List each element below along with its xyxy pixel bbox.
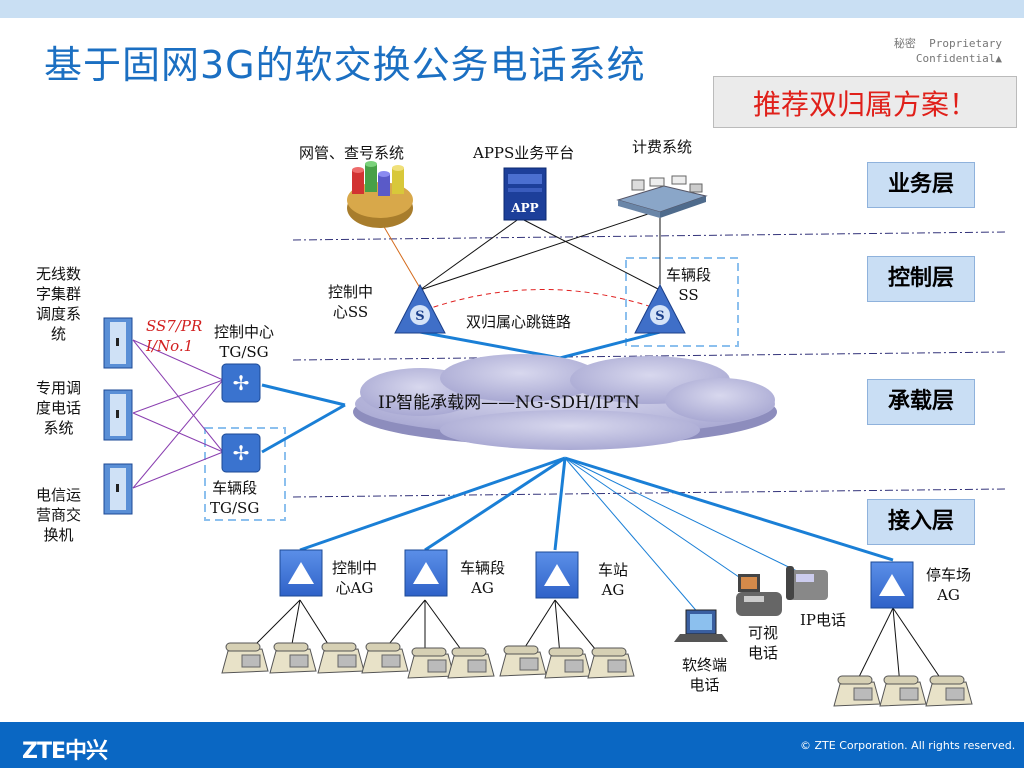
depot-ag-label: 停车场 AG: [926, 566, 972, 604]
desk-phone-icon: [499, 645, 547, 677]
center-tg-icon: ✢: [221, 363, 261, 403]
service-links: [419, 209, 661, 291]
vehicle-ss-icon: S: [634, 283, 686, 334]
vehicle-ag-label: 车辆段 AG: [460, 559, 506, 597]
app-icon-label: APP: [510, 201, 538, 215]
ipphone-label: IP电话: [800, 611, 847, 629]
page-title: 基于固网3G的软交换公务电话系统: [44, 43, 646, 87]
heartbeat-label: 双归属心跳链路: [466, 313, 572, 331]
desk-phone-icon: [447, 647, 495, 679]
confidential-label: 秘密 Proprietary Confidential▲: [893, 37, 1002, 65]
layer-bearer: 承载层: [867, 379, 975, 425]
vehicle-tg-icon: ✢: [221, 433, 261, 473]
ss-cloud-links: [419, 330, 661, 360]
desk-phone-icon: [587, 647, 635, 679]
tg-cloud-links: [261, 383, 346, 454]
vehicle-ag-icon: [404, 549, 448, 597]
videophone-label: 可视 电话: [748, 624, 779, 662]
center-tg-label: 控制中心 TG/SG: [214, 323, 275, 361]
dispatch-system-label: 专用调 度电话 系统: [36, 379, 82, 437]
carrier-switch-label: 电信运 营商交 换机: [36, 486, 82, 544]
vehicle-ss-label: 车辆段 SS: [666, 266, 712, 304]
vehicle-ss-box: [625, 257, 739, 347]
svg-text:✢: ✢: [233, 371, 250, 395]
access-links: [299, 456, 894, 562]
center-ag-icon: [279, 549, 323, 597]
layer-control: 控制层: [867, 256, 975, 302]
recommendation-box: 推荐双归属方案！: [713, 76, 1017, 128]
ip-cloud: [353, 354, 777, 450]
wireless-system-label: 无线数 字集群 调度系 统: [36, 265, 82, 343]
nms-label: 网管、查号系统: [299, 144, 405, 162]
vehicle-tg-box: [204, 427, 286, 521]
station-ag-label: 车站 AG: [598, 561, 629, 599]
center-ag-label: 控制中 心AG: [332, 559, 378, 597]
center-ss-icon: S: [394, 283, 446, 334]
video-phone-icon: [736, 574, 782, 616]
center-ss-label: 控制中 心SS: [328, 283, 374, 321]
softphone-laptop-icon: [674, 609, 728, 642]
heartbeat-link: [424, 289, 656, 311]
layer-dividers: [292, 231, 1006, 498]
desk-phone-icon: [317, 642, 365, 674]
desk-phones: [221, 642, 973, 707]
ss7-label: SS7/PR I/No.1: [146, 317, 203, 355]
wireless-cabinet-icon: [103, 317, 133, 369]
svg-text:S: S: [415, 309, 424, 324]
vehicle-tg-label: 车辆段 TG/SG: [210, 479, 260, 517]
desk-phone-icon: [544, 647, 592, 679]
billing-system-icon: [616, 175, 708, 218]
desk-phone-icon: [361, 642, 409, 674]
database-icon: [347, 161, 413, 228]
recommendation-text: 推荐双归属方案！: [752, 88, 977, 121]
apps-label: APPS业务平台: [473, 144, 575, 162]
network-diagram: APP S S ✢ ✢: [103, 161, 1006, 707]
footer-bar: [0, 722, 1024, 768]
ip-phone-icon: [786, 566, 828, 600]
top-bar: [0, 0, 1024, 18]
signaling-links: [132, 339, 224, 489]
app-server-icon: APP: [503, 167, 547, 221]
copyright: © ZTE Corporation. All rights reserved.: [800, 739, 1016, 752]
cloud-label: IP智能承载网——NG-SDH/IPTN: [378, 393, 640, 413]
carrier-cabinet-icon: [103, 463, 133, 515]
desk-phone-icon: [407, 647, 455, 679]
zte-logo: ZTE中兴: [22, 739, 108, 764]
svg-text:✢: ✢: [233, 441, 250, 465]
layer-access: 接入层: [867, 499, 975, 545]
billing-label: 计费系统: [632, 138, 693, 156]
desk-phone-icon: [221, 642, 269, 674]
desk-phone-icon: [879, 675, 927, 707]
desk-phone-icon: [833, 675, 881, 707]
dispatch-cabinet-icon: [103, 389, 133, 441]
layer-service: 业务层: [867, 162, 975, 208]
svg-text:S: S: [655, 309, 664, 324]
nms-link: [379, 219, 421, 289]
station-ag-icon: [535, 551, 579, 599]
desk-phone-icon: [925, 675, 973, 707]
terminal-links: [564, 457, 806, 616]
desk-phone-icon: [269, 642, 317, 674]
depot-ag-icon: [870, 561, 914, 609]
softphone-label: 软终端 电话: [682, 656, 728, 694]
